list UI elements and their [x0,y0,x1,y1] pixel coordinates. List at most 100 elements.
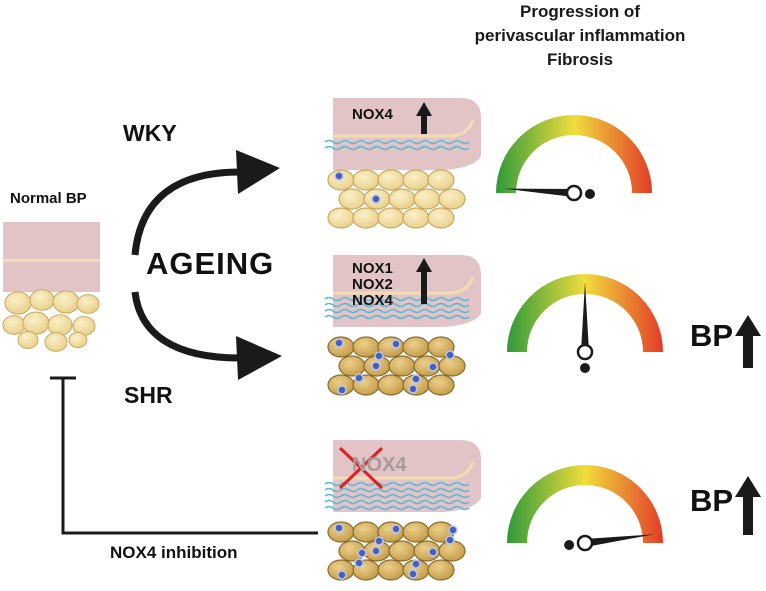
fat-cell [438,188,466,210]
fat-cell [29,289,55,311]
nox-label-row2-3: NOX4 [352,292,393,309]
nox4-inhibition-label: NOX4 inhibition [110,543,238,562]
fat-cell [402,521,430,543]
collagen-fiber [324,296,470,302]
fat-cell [22,311,50,335]
vessel-shr [324,255,481,396]
fat-cell [427,374,455,396]
gauge-needle-tail [564,540,575,551]
fat-cell [44,332,68,352]
diagram-title: Progression of perivascular inflammation… [430,0,730,72]
fat-cell [402,207,430,229]
nox-label-row1: NOX4 [352,106,393,123]
fat-cell [338,188,366,210]
wky-ageing-arrow [131,150,280,256]
vessel-wky [324,98,481,229]
fat-cell [52,290,80,314]
collagen-fiber [324,505,470,511]
ageing-label: AGEING [146,246,275,281]
collagen-fiber [324,139,470,145]
title-line-1: Progression of [520,2,640,21]
bp-label-row2: BP [690,318,734,353]
gauge-needle-tail [580,363,590,373]
immune-cell [371,361,381,371]
fat-cell [338,355,366,377]
shr-label: SHR [124,382,173,408]
fat-cell [377,207,405,229]
nox-label-row2-2: NOX2 [352,276,393,293]
gauge-arc [507,274,663,352]
gauge-arc [507,465,663,543]
immune-cell [445,535,455,545]
collagen-fiber [324,481,470,487]
gauge-inhibited [507,465,663,552]
gauge-hub [576,343,594,361]
immune-cell [374,536,384,546]
normal-vessel [2,222,100,352]
vessel-elastic-lamina [333,461,475,480]
fat-cell [327,207,355,229]
immune-cell [354,558,364,568]
immune-cell [334,171,344,181]
immune-cell [357,548,367,558]
fat-cell [427,559,455,581]
gauge-wky [496,115,652,202]
collagen-fiber [324,145,470,151]
wky-label: WKY [123,120,177,146]
fat-cell [352,207,380,229]
fat-cell [402,169,430,191]
collagen-fiber [324,302,470,308]
immune-cell [334,338,344,348]
gauge-needle [504,188,575,197]
gauge-needle [581,282,589,352]
gauge-arc [496,115,652,193]
immune-cell [354,373,364,383]
fat-cell [377,374,405,396]
immune-cell [371,194,381,204]
immune-cell [448,525,458,535]
title-line-2: perivascular inflammation [474,26,686,45]
immune-cell [428,362,438,372]
collagen-fiber [324,499,470,505]
vessel-wall [333,255,481,327]
fat-cell [413,188,441,210]
immune-cell [374,351,384,361]
collagen-fiber [324,314,470,320]
fat-cell [17,331,39,349]
vessel-elastic-lamina [333,119,475,138]
fat-cell [76,294,100,314]
shr-ageing-arrow [131,291,282,380]
fat-cell [2,315,26,335]
immune-cell [411,559,421,569]
vessel-wall [333,98,481,170]
fat-cell [47,314,73,336]
fat-cell [377,559,405,581]
immune-cell [391,524,401,534]
gauge-needle [584,534,655,547]
immune-cell [408,384,418,394]
collagen-fiber [324,308,470,314]
nox-label-row2-1: NOX1 [352,260,393,277]
cross-icon [338,446,384,490]
title-line-3: Fibrosis [546,50,614,69]
fat-cell [377,169,405,191]
immune-cell [371,546,381,556]
immune-cell [428,547,438,557]
normal-bp-label: Normal BP [10,190,87,207]
collagen-fiber [324,493,470,499]
immune-cell [411,374,421,384]
bp-label-row3: BP [690,483,734,518]
gauge-hub [576,534,594,552]
immune-cell [445,350,455,360]
immune-cell [337,385,347,395]
fat-cell [427,169,455,191]
nox-up-arrow-row2 [416,258,432,304]
fat-cell [4,291,32,315]
gauge-shr [507,274,663,373]
gauge-needle-tail [584,189,595,200]
fat-cell [427,207,455,229]
fat-cell [388,355,416,377]
immune-cell [334,523,344,533]
bp-up-arrow-1 [735,315,761,368]
nox-up-arrow-row1 [416,102,432,134]
